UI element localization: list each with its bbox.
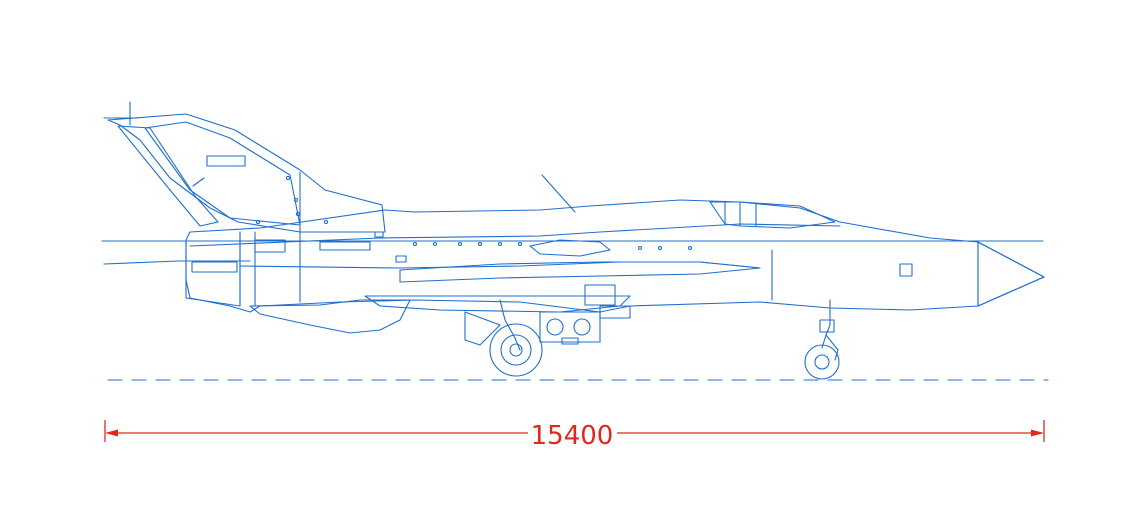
fuselage-rivet <box>517 241 523 247</box>
main-gear-bay <box>539 311 601 343</box>
dorsal-antenna <box>541 174 576 213</box>
main-gear-axle <box>509 343 523 357</box>
side-panel-small <box>374 231 384 238</box>
fuselage-rivet <box>497 241 503 247</box>
overall-length-dimension: 15400 <box>104 420 1045 451</box>
dimension-arrow-right <box>1031 429 1044 437</box>
tail-rivet <box>323 219 329 225</box>
main-gear-bay-detail <box>573 318 591 336</box>
canopy <box>709 201 836 229</box>
nose-gear-wheel <box>804 344 840 380</box>
ventral-pod <box>584 284 616 306</box>
vertical-tail-fin <box>107 113 386 233</box>
nose-gear-link <box>819 319 835 333</box>
tail-fin-inner-panel <box>144 121 301 226</box>
fuselage-rivet <box>412 241 418 247</box>
fuselage-rivet <box>432 241 438 247</box>
main-gear-wheel <box>489 323 543 377</box>
nose-gear-strut <box>821 299 831 349</box>
fuselage-midline <box>239 261 761 269</box>
exhaust-panel <box>191 261 238 273</box>
fuselage-rivet <box>687 245 693 251</box>
main-gear-bay-block <box>561 337 579 345</box>
fuselage-rivet <box>637 245 643 251</box>
tail-panel-marking <box>206 155 246 167</box>
nose-cone <box>977 241 1045 307</box>
wing-fairing <box>529 239 611 257</box>
overall-length-label: 15400 <box>531 421 614 451</box>
dimension-arrow-left <box>105 429 118 437</box>
nose-gear-hub <box>814 354 830 370</box>
tail-rudder <box>117 125 219 227</box>
aircraft-outline <box>101 101 1049 381</box>
fuselage-rivet <box>457 241 463 247</box>
tail-strap <box>192 177 205 187</box>
main-gear-hub <box>500 334 532 366</box>
fuselage-rivet <box>657 245 663 251</box>
stabilizer-tip-lower <box>103 260 251 265</box>
side-panel-small <box>395 255 407 263</box>
tail-rivet <box>255 219 261 225</box>
tail-rivet <box>293 197 299 203</box>
main-gear-bay-detail <box>546 318 564 336</box>
fuselage-rivet <box>477 241 483 247</box>
main-gear-door <box>464 311 501 346</box>
tail-rivet <box>285 175 291 181</box>
tail-rivet <box>295 211 301 217</box>
engine-duct <box>399 261 761 283</box>
ventral-fin <box>249 299 411 334</box>
fuselage-spine <box>189 223 841 247</box>
nose-gear-fork <box>825 334 839 361</box>
rear-fuselage <box>185 231 241 307</box>
nose-panel <box>899 263 913 277</box>
side-panel <box>319 241 371 251</box>
